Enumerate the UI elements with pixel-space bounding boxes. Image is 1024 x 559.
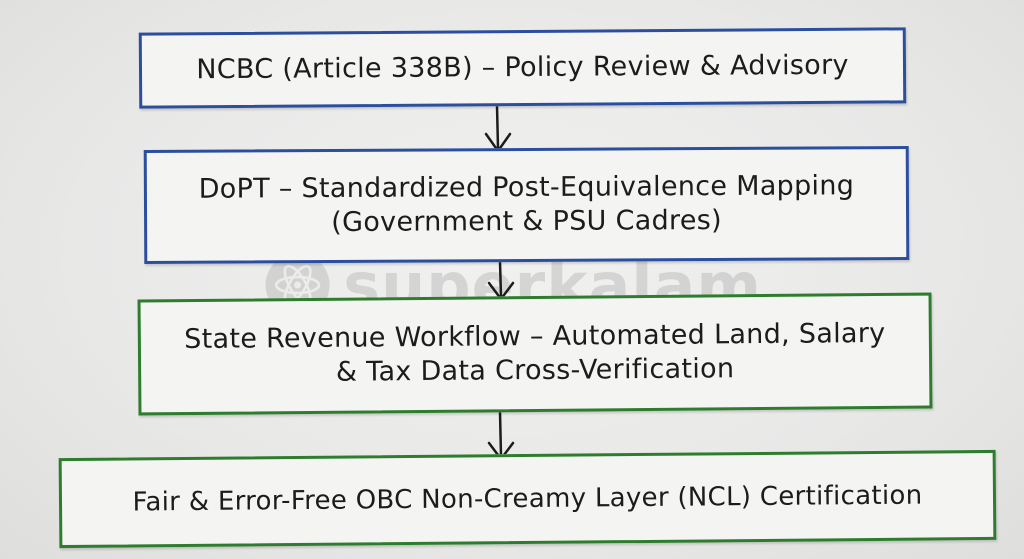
arrow-b2-to-b3: [487, 260, 515, 302]
node-label: State Revenue Workflow – Automated Land,…: [184, 318, 886, 388]
arrow-b3-to-b4: [487, 410, 515, 462]
node-state-revenue-workflow: State Revenue Workflow – Automated Land,…: [137, 292, 933, 416]
node-ncbc-policy-review: NCBC (Article 338B) – Policy Review & Ad…: [138, 27, 907, 109]
node-label: DoPT – Standardized Post-Equivalence Map…: [198, 170, 855, 239]
node-label: Fair & Error-Free OBC Non-Creamy Layer (…: [132, 480, 923, 518]
arrow-b1-to-b2: [484, 104, 512, 154]
node-ncl-certification: Fair & Error-Free OBC Non-Creamy Layer (…: [58, 449, 997, 549]
node-label: NCBC (Article 338B) – Policy Review & Ad…: [196, 49, 849, 86]
node-dopt-post-equivalence: DoPT – Standardized Post-Equivalence Map…: [143, 145, 910, 265]
